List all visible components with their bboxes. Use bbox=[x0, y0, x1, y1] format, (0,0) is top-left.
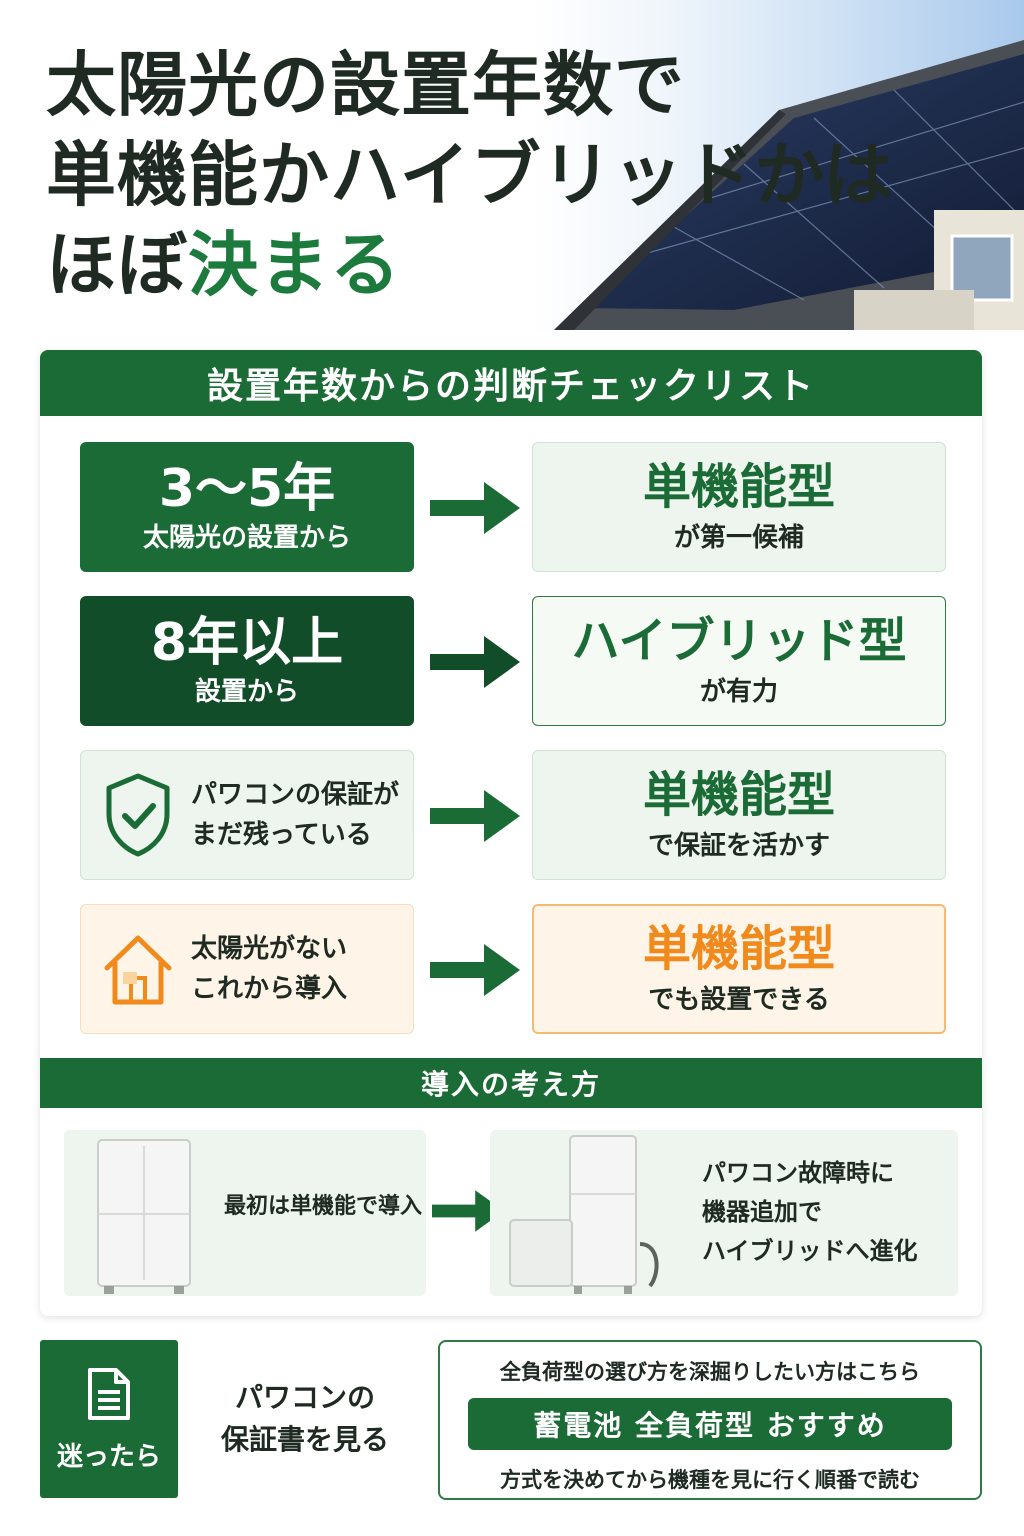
title-line-2: 単機能かハイブリッドかは bbox=[46, 134, 894, 216]
related-link-card: 全負荷型の選び方を深掘りしたい方はこちら 蓄電池 全負荷型 おすすめ 方式を決め… bbox=[438, 1340, 982, 1500]
row-3-result: 単機能型 で保証を活かす bbox=[532, 750, 946, 880]
title-line-3: ほぼ決まる bbox=[46, 220, 894, 310]
row-2-condition: 8年以上 設置から bbox=[80, 596, 414, 726]
hybrid-unit-icon bbox=[509, 1135, 659, 1294]
approach-header: 導入の考え方 bbox=[40, 1058, 982, 1108]
approach-step-2-line-1: パワコン故障時に bbox=[702, 1159, 894, 1187]
row-2-note: 設置から bbox=[194, 677, 299, 707]
row-4-result: 単機能型 でも設置できる bbox=[532, 904, 946, 1034]
row-3-result-sub: で保証を活かす bbox=[647, 831, 830, 861]
title-line-1: 太陽光の設置年数で bbox=[46, 44, 685, 126]
row-2-result: ハイブリッド型 が有力 bbox=[532, 596, 946, 726]
related-article-button[interactable]: 蓄電池 全負荷型 おすすめ bbox=[468, 1398, 952, 1450]
row-4-result-title: 単機能型 bbox=[642, 921, 835, 977]
row-4-condition: 太陽光がない これから導入 bbox=[80, 904, 414, 1034]
row-1-years: 3〜5年 bbox=[158, 459, 336, 519]
single-function-unit-icon bbox=[97, 1139, 191, 1294]
house-icon bbox=[104, 935, 172, 1005]
row-2-result-sub: が有力 bbox=[699, 677, 778, 707]
row-1-condition: 3〜5年 太陽光の設置から bbox=[80, 442, 414, 572]
row-4-line-2: これから導入 bbox=[191, 974, 348, 1004]
approach-step-2: パワコン故障時に 機器追加で ハイブリッドへ進化 bbox=[490, 1130, 958, 1296]
row-3-result-title: 単機能型 bbox=[642, 767, 835, 823]
shield-check-icon bbox=[106, 773, 170, 857]
row-3-condition: パワコンの保証が まだ残っている bbox=[80, 750, 414, 880]
row-1-arrow-icon bbox=[430, 482, 520, 534]
document-icon bbox=[88, 1367, 130, 1420]
hint-line-1: パワコンの bbox=[234, 1381, 375, 1414]
approach-step-1: 最初は単機能で導入 bbox=[64, 1130, 426, 1296]
related-link-intro: 全負荷型の選び方を深掘りしたい方はこちら bbox=[500, 1360, 920, 1384]
row-4-result-sub: でも設置できる bbox=[648, 985, 830, 1015]
checklist-panel: 設置年数からの判断チェックリスト 3〜5年 太陽光の設置から 単機能型 が第一候… bbox=[40, 350, 982, 1316]
page-title: 太陽光の設置年数で 単機能かハイブリッドかは ほぼ決まる bbox=[46, 40, 894, 310]
solar-roof-illustration bbox=[554, 40, 1024, 330]
row-1-result: 単機能型 が第一候補 bbox=[532, 442, 946, 572]
approach-step-1-text: 最初は単機能で導入 bbox=[224, 1194, 423, 1219]
row-4-arrow-icon bbox=[430, 944, 520, 996]
approach-step-2-line-3: ハイブリッドへ進化 bbox=[702, 1237, 918, 1265]
hero-banner: 太陽光の設置年数で 単機能かハイブリッドかは ほぼ決まる bbox=[0, 0, 1024, 330]
checklist-header: 設置年数からの判断チェックリスト bbox=[40, 350, 982, 416]
hint-text: パワコンの 保証書を見る bbox=[190, 1340, 420, 1498]
approach-step-2-text: パワコン故障時に 機器追加で ハイブリッドへ進化 bbox=[702, 1154, 918, 1271]
approach-step-2-line-2: 機器追加で bbox=[702, 1198, 822, 1226]
related-link-note: 方式を決めてから機種を見に行く順番で読む bbox=[500, 1468, 920, 1492]
row-1-result-title: 単機能型 bbox=[642, 459, 835, 515]
row-1-note: 太陽光の設置から bbox=[142, 523, 351, 553]
hint-label: 迷ったら bbox=[56, 1441, 161, 1472]
row-4-line-1: 太陽光がない bbox=[191, 934, 348, 964]
title-line-3-prefix: ほぼ bbox=[46, 224, 188, 306]
row-2-arrow-icon bbox=[430, 636, 520, 688]
row-2-years: 8年以上 bbox=[150, 613, 344, 673]
title-line-3-accent: 決まる bbox=[188, 224, 401, 306]
approach-arrow-icon bbox=[432, 1190, 504, 1232]
row-3-arrow-icon bbox=[430, 790, 520, 842]
row-1-result-sub: が第一候補 bbox=[673, 523, 804, 553]
row-2-result-title: ハイブリッド型 bbox=[571, 613, 907, 669]
hint-badge: 迷ったら bbox=[40, 1340, 178, 1498]
hint-line-2: 保証書を見る bbox=[220, 1423, 389, 1456]
row-3-line-2: まだ残っている bbox=[191, 820, 372, 850]
row-3-line-1: パワコンの保証が bbox=[191, 780, 400, 810]
